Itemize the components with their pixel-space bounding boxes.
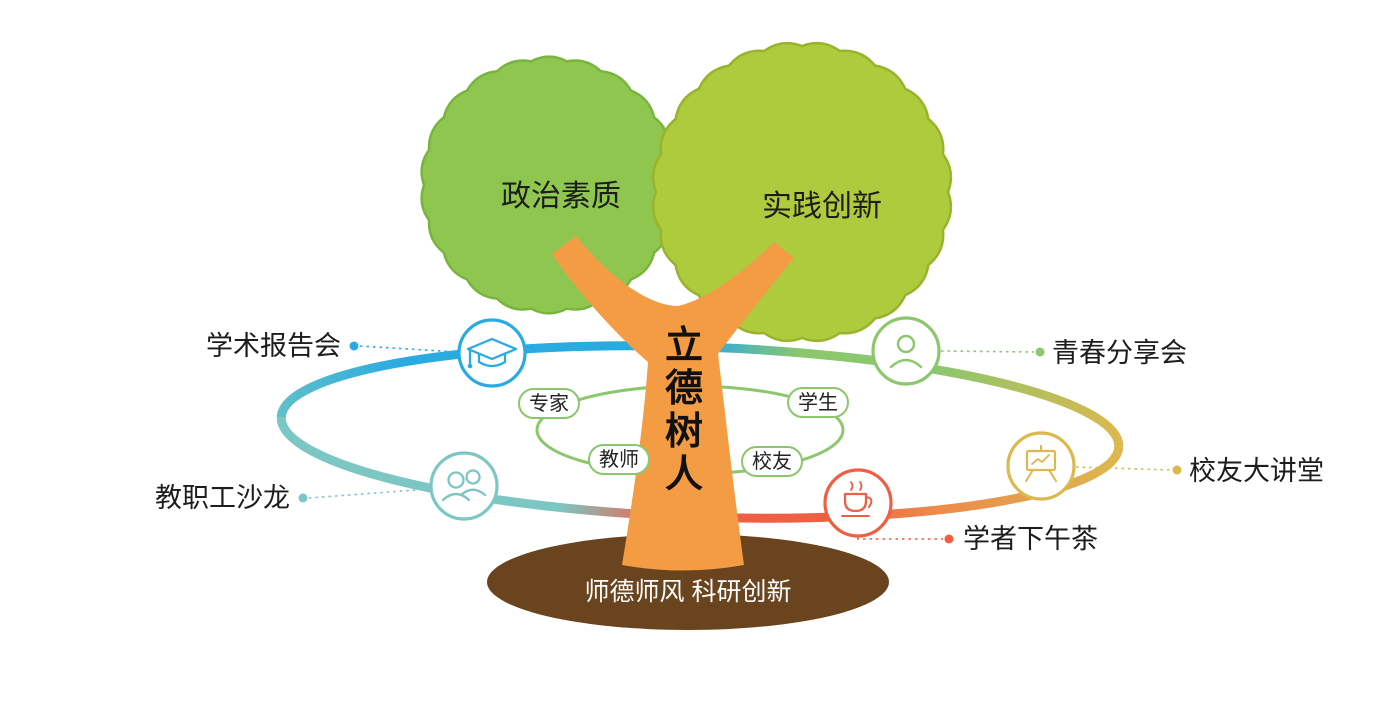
- two-people-icon: [441, 469, 487, 502]
- connector-staff-salon: [308, 488, 430, 499]
- pill-teacher: 教师: [588, 444, 650, 475]
- activity-node-alumni-hall: [1006, 431, 1076, 501]
- dot-scholar-tea: [944, 534, 954, 544]
- soil-label: 师德师风 科研创新: [585, 578, 792, 606]
- trunk-char: 树: [665, 411, 703, 453]
- orbit-ring: [276, 341, 1124, 523]
- connector-scholar-tea: [857, 531, 943, 540]
- dot-youth-sharing: [1035, 347, 1045, 357]
- crown-left-label: 政治素质: [501, 180, 621, 213]
- activity-node-scholar-tea: [823, 468, 893, 538]
- connector-academic-lecture: [359, 345, 458, 353]
- activity-node-youth-sharing: [871, 316, 941, 386]
- trunk-vertical-title: 立 德 树 人: [665, 325, 703, 496]
- pill-label: 专家: [529, 392, 569, 415]
- activity-node-academic-lecture: [457, 318, 527, 388]
- connector-alumni-hall: [1075, 466, 1172, 471]
- dot-academic-lecture: [349, 341, 359, 351]
- person-icon: [889, 334, 923, 369]
- dot-staff-salon: [298, 493, 308, 503]
- activity-label-academic-lecture: 学术报告会: [206, 331, 341, 361]
- activity-label-youth-sharing: 青春分享会: [1052, 338, 1187, 368]
- connectors: [298, 341, 1182, 544]
- tree-trunk: [552, 236, 794, 571]
- pill-label: 校友: [752, 450, 792, 473]
- connector-youth-sharing: [940, 350, 1035, 353]
- pill-expert: 专家: [518, 388, 580, 419]
- easel-icon: [1025, 444, 1057, 482]
- tree-crown-right: [651, 41, 953, 343]
- pill-label: 学生: [798, 391, 838, 414]
- inner-ring-pills: 专家 学生 教师 校友: [518, 387, 849, 477]
- coffee-cup-icon: [841, 481, 873, 517]
- activity-label-scholar-tea: 学者下午茶: [963, 524, 1098, 554]
- pill-alumni: 校友: [741, 446, 803, 477]
- trunk-char: 人: [665, 454, 703, 496]
- pill-label: 教师: [599, 448, 639, 471]
- activity-node-staff-salon: [429, 451, 499, 521]
- dot-alumni-hall: [1172, 465, 1182, 475]
- trunk-char: 德: [665, 368, 703, 410]
- activity-label-alumni-hall: 校友大讲堂: [1189, 456, 1324, 486]
- pill-student: 学生: [787, 387, 849, 418]
- crown-right-label: 实践创新: [762, 190, 882, 223]
- trunk-char: 立: [665, 325, 703, 367]
- soil-ellipse: [487, 534, 889, 630]
- graduation-cap-icon: [466, 337, 518, 369]
- activity-label-staff-salon: 教职工沙龙: [155, 483, 290, 513]
